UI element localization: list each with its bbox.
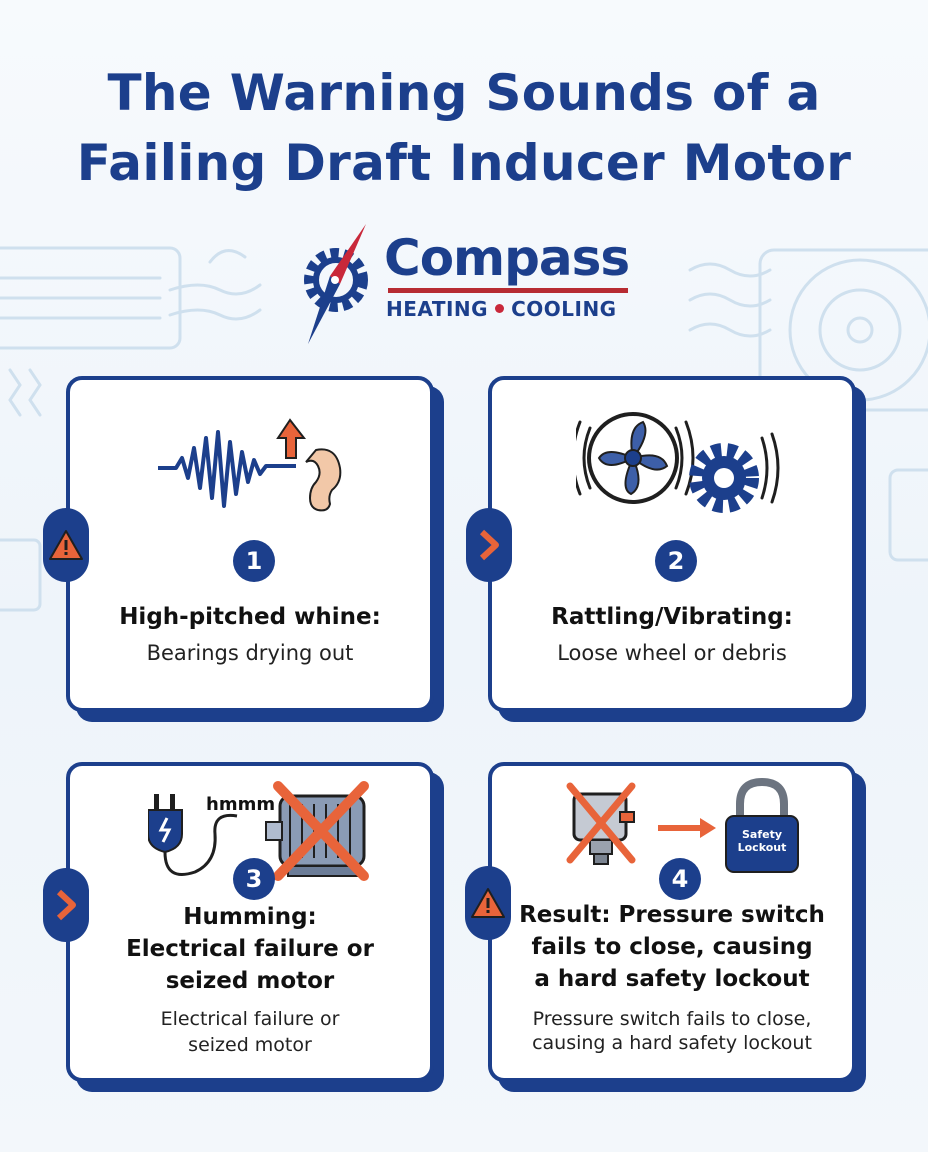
fan-gear-vibration-icon	[576, 412, 780, 513]
title-line-1: The Warning Sounds of a	[107, 64, 821, 122]
card-3-heading-line-2: Electrical failure or	[126, 936, 374, 962]
page-title: The Warning Sounds of a Failing Draft In…	[0, 58, 928, 198]
card-4-desc-line-2: causing a hard safety lockout	[532, 1032, 812, 1054]
card-1-description: Bearings drying out	[146, 641, 354, 665]
compass-gear-icon	[304, 224, 368, 344]
card-4-heading-line-1: Result: Pressure switch	[519, 902, 825, 928]
card-high-pitched-whine: 1 High-pitched whine: Bearings drying ou…	[66, 376, 434, 712]
card-humming: hmmm 3 Humming: Electrical failure or se…	[66, 762, 434, 1082]
sound-wave-ear-icon	[158, 418, 342, 512]
pressure-switch-lockout-icon	[566, 777, 799, 873]
card-4-side-tab	[465, 866, 511, 940]
lock-line-1: Safety	[741, 828, 783, 841]
step-number-3: 3	[233, 858, 275, 900]
card-2-description: Loose wheel or debris	[557, 641, 787, 665]
card-4-heading-line-2: fails to close, causing	[531, 934, 813, 960]
card-safety-lockout-result: Safety Lockout 4 Result: Pressure switch…	[488, 762, 856, 1082]
lock-line-2: Lockout	[737, 841, 787, 854]
step-number-1: 1	[233, 540, 275, 582]
logo-wordmark: Compass	[384, 229, 630, 287]
warning-icon	[471, 888, 505, 918]
chevron-right-icon	[56, 889, 76, 921]
logo-dot	[495, 304, 505, 313]
plug-motor-crossed-icon	[148, 781, 369, 881]
card-3-desc-line-1: Electrical failure or	[160, 1008, 340, 1030]
logo-sub-cooling: COOLING	[511, 297, 617, 321]
card-3-heading-line-3: seized motor	[165, 968, 335, 994]
logo-red-bar	[388, 288, 628, 293]
card-1-heading: High-pitched whine:	[119, 604, 381, 630]
logo-sub-heating: HEATING	[386, 297, 489, 321]
chevron-right-icon	[479, 529, 499, 561]
card-3-desc-line-2: seized motor	[188, 1034, 312, 1056]
step-number-4: 4	[659, 858, 701, 900]
card-4-desc-line-1: Pressure switch fails to close,	[532, 1008, 812, 1030]
step-number-2: 2	[655, 540, 697, 582]
compass-logo: Compass HEATING COOLING	[296, 224, 636, 348]
card-2-side-tab	[466, 508, 512, 582]
logo-subtitle: HEATING COOLING	[386, 296, 617, 322]
hmmm-sound-text: hmmm	[206, 794, 276, 815]
card-3-side-tab	[43, 868, 89, 942]
warning-icon	[49, 530, 83, 560]
card-rattling-vibrating: 2 Rattling/Vibrating: Loose wheel or deb…	[488, 376, 856, 712]
card-2-heading: Rattling/Vibrating:	[551, 604, 793, 630]
safety-lockout-label: Safety Lockout	[726, 828, 798, 854]
card-4-heading-line-3: a hard safety lockout	[534, 966, 810, 992]
title-line-2: Failing Draft Inducer Motor	[76, 134, 852, 192]
card-1-side-tab	[43, 508, 89, 582]
card-3-heading-line-1: Humming:	[183, 904, 317, 930]
